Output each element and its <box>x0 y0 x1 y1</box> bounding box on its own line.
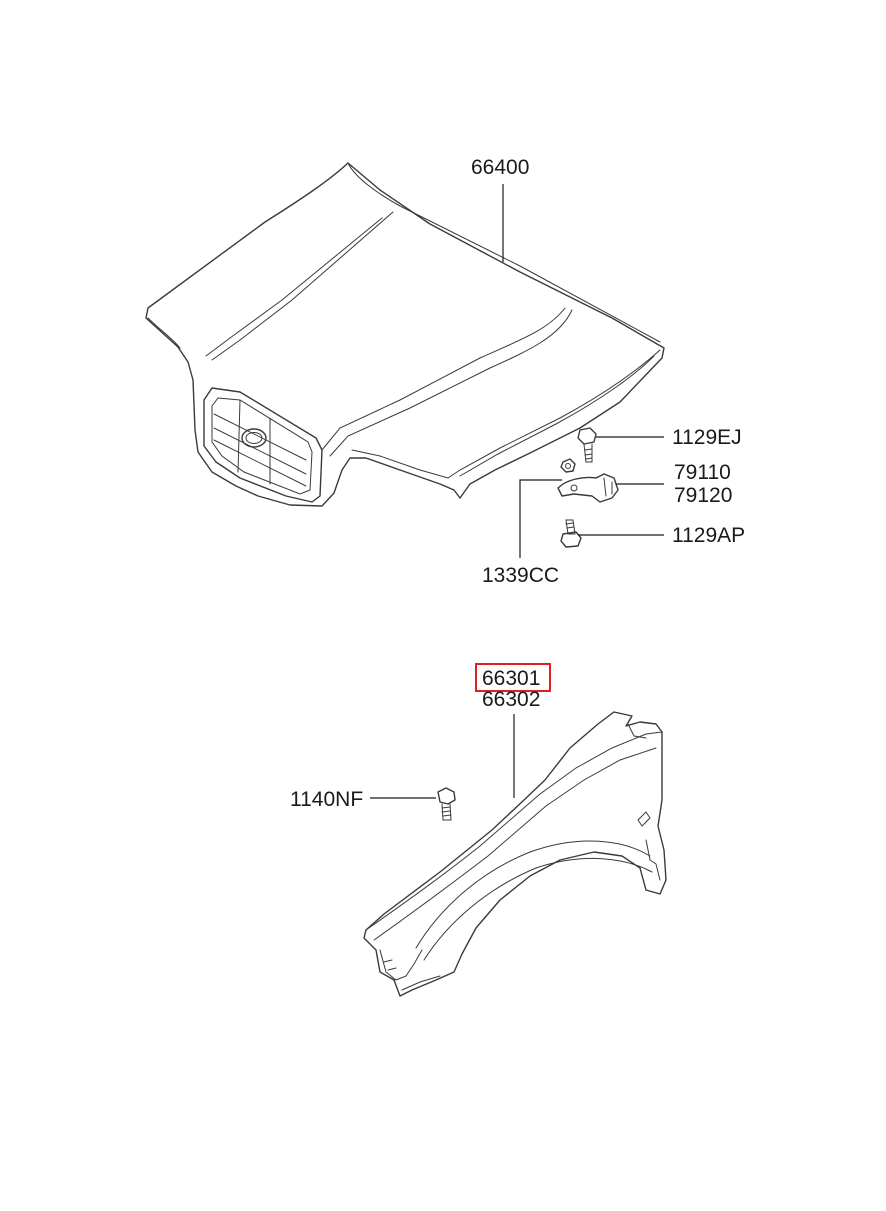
hood-hinge-drawing <box>557 473 619 503</box>
label-fender-rh[interactable]: 66302 <box>482 688 540 711</box>
highlight-box <box>475 663 551 692</box>
label-hinge-lh[interactable]: 79110 <box>674 461 731 484</box>
grille-drawing <box>203 387 323 503</box>
label-fender-bolt[interactable]: 1140NF <box>290 788 363 811</box>
hinge-bolt-drawing <box>560 519 582 548</box>
hood-nut-drawing <box>560 458 576 473</box>
label-fender-lh[interactable]: 66301 <box>482 667 540 690</box>
label-hood[interactable]: 66400 <box>471 156 529 179</box>
label-hinge-bolt[interactable]: 1129AP <box>672 524 745 547</box>
label-hinge-rh[interactable]: 79120 <box>674 484 732 507</box>
label-hood-bolt[interactable]: 1129EJ <box>672 426 742 449</box>
leader-lines <box>370 184 664 799</box>
fender-drawing <box>363 711 667 997</box>
label-hood-nut[interactable]: 1339CC <box>482 564 559 587</box>
hood-drawing <box>145 162 665 507</box>
fender-bolt-drawing <box>437 787 456 821</box>
hood-bolt-drawing <box>577 427 597 463</box>
